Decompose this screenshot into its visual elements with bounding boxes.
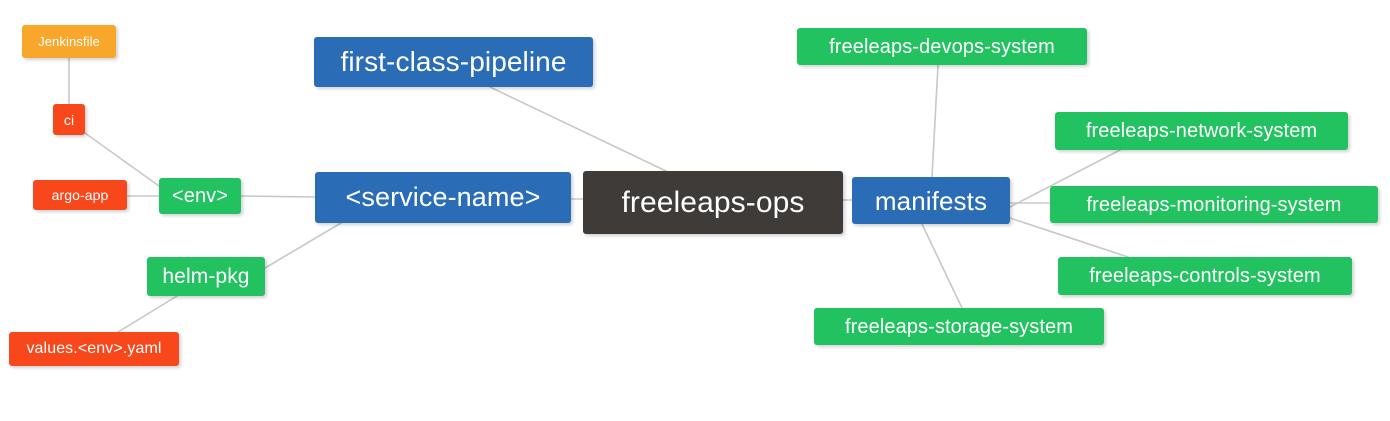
node-freeleaps-controls-system[interactable]: freeleaps-controls-system (1058, 257, 1352, 295)
edge-first-class-pipeline-to-freeleaps-ops (489, 86, 667, 172)
edge-env-to-service-name (240, 195, 316, 198)
edge-manifests-to-freeleaps-storage-system (921, 223, 963, 309)
node-jenkinsfile[interactable]: Jenkinsfile (22, 25, 116, 58)
node-freeleaps-devops-system[interactable]: freeleaps-devops-system (797, 28, 1087, 65)
node-first-class-pipeline[interactable]: first-class-pipeline (314, 37, 593, 87)
node-ci[interactable]: ci (53, 104, 85, 135)
node-helm-pkg[interactable]: helm-pkg (147, 257, 265, 296)
edge-service-name-to-helm-pkg (264, 222, 342, 269)
edge-manifests-to-freeleaps-devops-system (931, 64, 939, 178)
edge-helm-pkg-to-values-env-yaml (117, 295, 178, 333)
node-service-name[interactable]: <service-name> (315, 172, 571, 223)
node-env[interactable]: <env> (159, 178, 241, 214)
node-freeleaps-storage-system[interactable]: freeleaps-storage-system (814, 308, 1104, 345)
node-freeleaps-monitoring-system[interactable]: freeleaps-monitoring-system (1050, 186, 1378, 223)
node-values-env-yaml[interactable]: values.<env>.yaml (9, 332, 179, 366)
node-freeleaps-ops[interactable]: freeleaps-ops (583, 171, 843, 234)
node-manifests[interactable]: manifests (852, 177, 1010, 224)
node-freeleaps-network-system[interactable]: freeleaps-network-system (1055, 112, 1348, 150)
node-argo-app[interactable]: argo-app (33, 180, 127, 210)
edge-manifests-to-freeleaps-controls-system (1009, 217, 1129, 258)
edge-ci-to-env (84, 132, 160, 187)
